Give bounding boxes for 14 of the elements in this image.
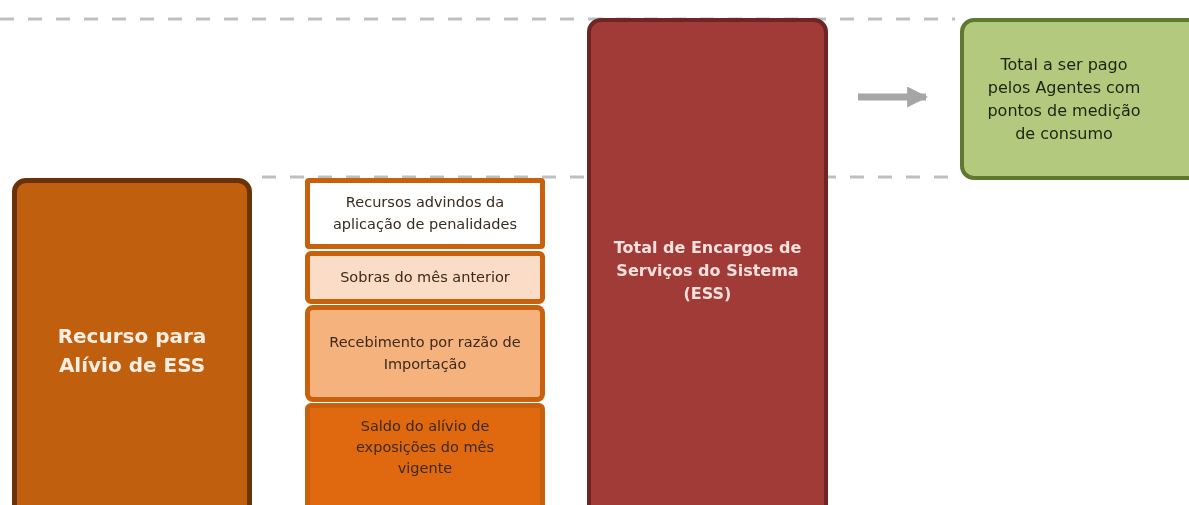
total-charges-box [587,18,828,505]
box-label: Sobras do mês anterior [340,268,510,287]
resource-box [12,178,252,505]
box-label: Total a ser pago pelos Agentes com pontos de medição de consumo [986,53,1142,146]
payment-box [960,18,1189,180]
box-label: Recursos advindos da aplicação de penalidades [331,193,519,234]
box-label: Recebimento por razão de Importação [328,333,522,374]
box-label: Recurso para Alívio de ESS [56,322,208,379]
source-box [305,305,545,402]
source-box [305,403,545,505]
box-label: Saldo do alívio de exposições do mês vigente [354,417,496,479]
source-box [305,251,545,304]
box-label: Total de Encargos de Serviços do Sistema (ESS) [613,236,802,306]
source-box [305,178,545,249]
